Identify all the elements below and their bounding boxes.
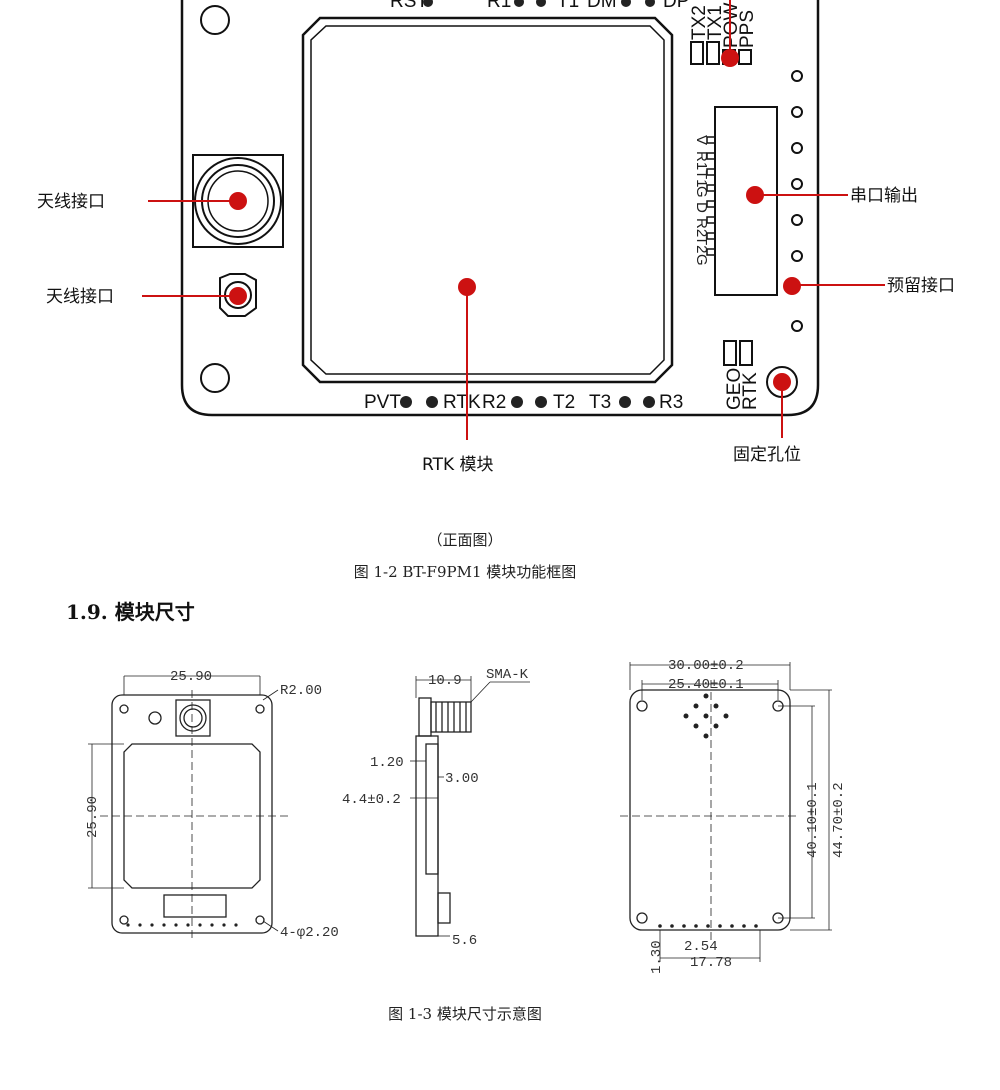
dim-front-view xyxy=(88,675,290,940)
led-pow: POW xyxy=(721,3,742,48)
callout-dot-led xyxy=(721,49,739,67)
mount-hole-tl xyxy=(200,5,230,35)
silk-rtk: RTK xyxy=(443,392,481,413)
silk-rtk-mode: RTK xyxy=(740,372,761,410)
uart-pin-d: D xyxy=(693,202,710,213)
dim-back-view xyxy=(620,662,832,962)
callout-dot-rtk xyxy=(458,278,476,296)
dim-back-h-outer: 44.70±0.2 xyxy=(831,782,847,858)
dim-back-w-outer: 30.00±0.2 xyxy=(668,658,744,674)
dim-side-sma-len: 10.9 xyxy=(428,673,462,689)
reserved-holes xyxy=(791,70,803,332)
label-serial: 串口输出 xyxy=(850,186,918,206)
dim-side-thickness: 4.4±0.2 xyxy=(342,792,401,808)
led-tx1: TX1 xyxy=(705,5,726,40)
serial-header: V R1 T1 G D R2 T2 G xyxy=(693,106,778,296)
section-title: 1.9. 模块尺寸 xyxy=(66,600,195,624)
dim-side-view xyxy=(410,676,530,937)
silk-top-row: RST R1 T1 DM DP xyxy=(390,0,689,12)
led-labels: TX2 TX1 POW PPS xyxy=(689,3,758,65)
uart-pin-g2: G xyxy=(693,254,710,266)
uart-pin-r2: R2 xyxy=(693,218,710,237)
silk-dm: DM xyxy=(587,0,617,12)
silk-dp: DP xyxy=(663,0,689,12)
dim-back-w-hole: 25.40±0.1 xyxy=(668,677,744,693)
callout-dot-ipex xyxy=(229,287,247,305)
dim-back-pin-span: 17.78 xyxy=(690,955,732,971)
callout-dot-sma xyxy=(229,192,247,210)
dim-front-width: 25.90 xyxy=(170,669,212,685)
callout-dot-serial xyxy=(746,186,764,204)
caption-fig-1-2: 图 1-2 BT-F9PM1 模块功能框图 xyxy=(353,563,577,581)
dim-side-sma-label: SMA-K xyxy=(486,667,529,683)
dim-side-pin: 5.6 xyxy=(452,933,477,949)
callout-dot-reserved xyxy=(783,277,801,295)
dim-back-pitch: 2.54 xyxy=(684,939,718,955)
rtk-module-shield xyxy=(301,16,674,384)
label-reserved: 预留接口 xyxy=(887,276,955,296)
module-board-front: RST R1 T1 DM DP TX2 TX1 POW PPS xyxy=(180,0,820,417)
dim-back-edge: 1.30 xyxy=(649,940,665,974)
led-pps: PPS xyxy=(737,10,758,48)
uart-pin-t2: T2 xyxy=(693,236,710,254)
mount-hole-bl xyxy=(200,363,230,393)
label-mount-hole: 固定孔位 xyxy=(733,445,801,465)
dim-side-d2: 3.00 xyxy=(445,771,479,787)
dim-side-d1: 1.20 xyxy=(370,755,404,771)
caption-fig-1-3: 图 1-3 模块尺寸示意图 xyxy=(388,1005,542,1023)
dim-front-holes: 4-φ2.20 xyxy=(280,925,339,941)
dim-front-radius: R2.00 xyxy=(280,683,322,699)
silk-r1: R1 xyxy=(487,0,511,12)
silk-t2: T2 xyxy=(553,392,575,413)
silk-rst: RST xyxy=(390,0,428,12)
led-tx2: TX2 xyxy=(689,5,710,40)
uart-pin-g1: G xyxy=(693,186,710,198)
silk-r2: R2 xyxy=(482,392,506,413)
silk-bottom-row: PVT RTK R2 T2 T3 R3 xyxy=(364,392,683,413)
label-rtk-module: RTK 模块 xyxy=(422,455,494,475)
caption-front-view: （正面图） xyxy=(427,531,503,549)
label-antenna-ipex: 天线接口 xyxy=(46,287,114,307)
uart-pin-v: V xyxy=(693,135,710,145)
silk-t3: T3 xyxy=(589,392,611,413)
dim-back-h-hole: 40.10±0.1 xyxy=(805,782,821,858)
callouts xyxy=(142,0,885,440)
silk-t1: T1 xyxy=(557,0,579,12)
uart-pin-t1: T1 xyxy=(693,170,710,188)
label-antenna-sma: 天线接口 xyxy=(37,192,105,212)
silk-geo: GEO xyxy=(724,368,745,410)
silk-r3: R3 xyxy=(659,392,683,413)
dim-front-height: 25.90 xyxy=(85,796,101,838)
uart-pin-r1: R1 xyxy=(693,151,710,170)
callout-dot-hole xyxy=(773,373,791,391)
silk-pvt: PVT xyxy=(364,392,401,413)
